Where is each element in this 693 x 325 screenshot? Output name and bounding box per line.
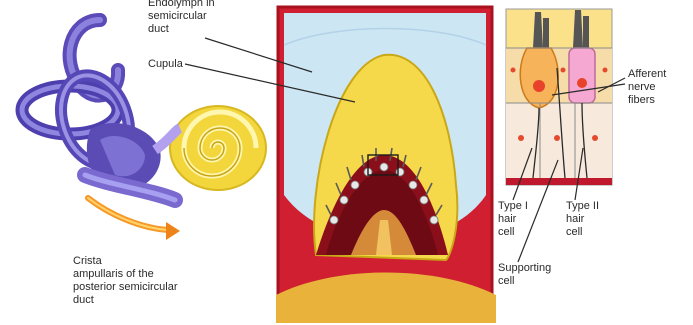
afferent-nerve-fibers-label: Afferent nerve fibers [628, 68, 666, 107]
cupula-label: Cupula [148, 58, 183, 71]
crista-ampullaris-label: Crista ampullaris of the posterior semic… [73, 255, 178, 307]
endolymph-label: Endolymph in semicircular duct [148, 0, 215, 36]
type-i-hair-cell-label: Type I hair cell [498, 200, 528, 239]
type-ii-hair-cell-label: Type II hair cell [566, 200, 599, 239]
supporting-cell-label: Supporting cell [498, 262, 551, 288]
